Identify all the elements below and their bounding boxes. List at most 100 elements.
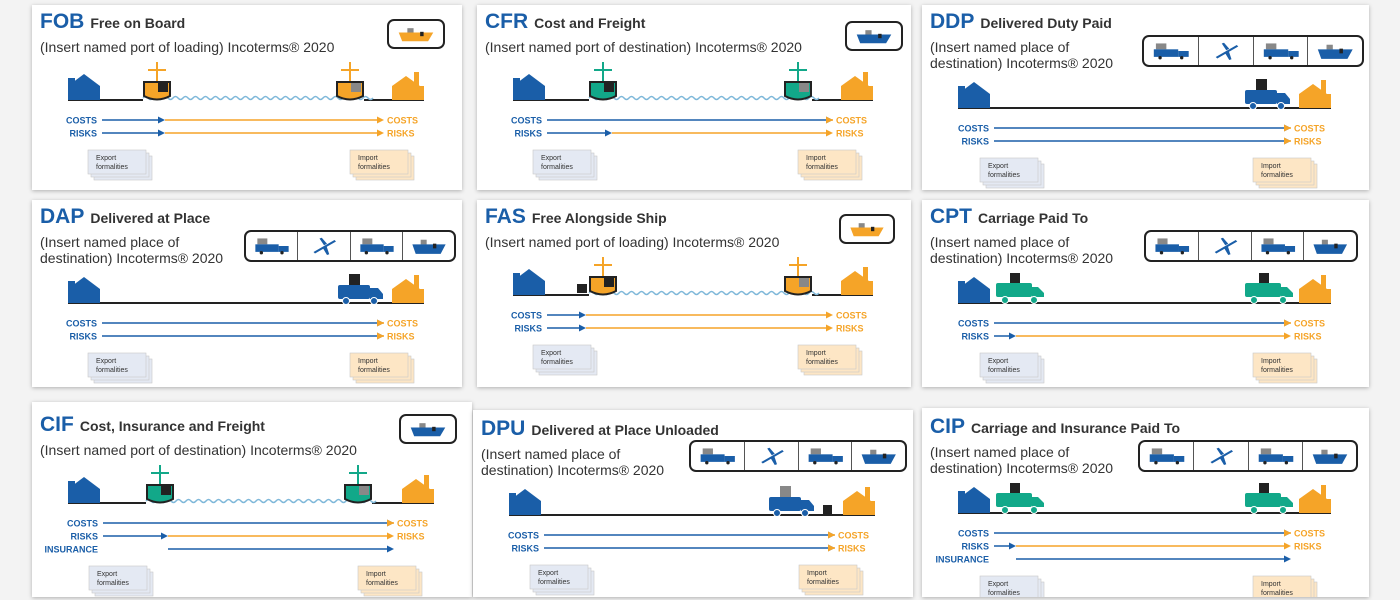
costs-label: COSTS: [508, 531, 539, 541]
mode-cell: [401, 232, 454, 260]
mode-cell: [851, 442, 905, 470]
origin-carrier-icon: [996, 273, 1044, 304]
truck-shape: [1153, 43, 1189, 60]
mode-cell: [841, 216, 893, 242]
import-formalities-icon: [349, 352, 415, 384]
risks-label: RISKS: [514, 129, 542, 139]
costs-label: COSTS: [66, 116, 97, 126]
risks-label: RISKS: [511, 544, 539, 554]
term-name: Delivered Duty Paid: [980, 15, 1112, 31]
truck-icon: [255, 238, 289, 255]
ship-icon: [410, 423, 446, 437]
export-label: Export: [541, 155, 561, 162]
costs-buyer-label: COSTS: [397, 519, 428, 529]
ship-shape: [412, 239, 446, 254]
insurance-arrow: [168, 545, 394, 553]
export-label: formalities: [96, 164, 128, 171]
export-formalities-icon: [979, 157, 1045, 189]
ship-icon: [412, 239, 446, 254]
destination-ship-icon: [344, 465, 372, 504]
mode-cell: [1247, 442, 1302, 470]
export-formalities-icon: [532, 149, 598, 181]
term-subtitle-line: (Insert named port of loading) Incoterms…: [485, 234, 780, 250]
export-label: Export: [988, 163, 1008, 170]
costs-arrow: [547, 116, 833, 124]
transport-mode-icons-box: [1144, 230, 1358, 262]
term-subtitle-line: (Insert named place of: [481, 446, 621, 462]
import-label: formalities: [366, 580, 398, 587]
plane-shape: [761, 447, 784, 465]
term-code: CIP: [930, 415, 966, 438]
term-subtitle-line: (Insert named port of loading) Incoterms…: [40, 39, 335, 55]
costs-buyer-label: COSTS: [836, 311, 867, 321]
risks-buyer-label: RISKS: [387, 332, 415, 342]
mode-cell: [349, 232, 402, 260]
destination-ship-icon: [336, 62, 364, 101]
risks-buyer-label: RISKS: [1294, 542, 1322, 552]
term-name: Free Alongside Ship: [531, 210, 667, 226]
transport-mode-ship-box: [839, 214, 895, 244]
seller-warehouse-icon: [513, 74, 545, 100]
term-code: DAP: [40, 205, 85, 228]
seller-warehouse-icon: [958, 82, 990, 108]
risks-label: RISKS: [70, 532, 98, 542]
term-subtitle-line: (Insert named place of: [930, 444, 1070, 460]
export-label: formalities: [541, 359, 573, 366]
plane-icon: [1214, 237, 1237, 255]
origin-ship-icon: [589, 62, 617, 101]
buyer-warehouse-icon: [843, 487, 875, 515]
costs-arrow: [547, 311, 833, 319]
term-subtitle-line: destination) Incoterms® 2020: [481, 462, 665, 478]
term-subtitle-line: (Insert named place of: [930, 39, 1070, 55]
term-code: CPT: [930, 205, 972, 228]
import-label: formalities: [1261, 590, 1293, 597]
import-formalities-icon: [798, 564, 864, 596]
export-formalities-icon: [529, 564, 595, 596]
costs-label: COSTS: [67, 519, 98, 529]
origin-ship-icon: [143, 62, 171, 101]
cargo-truck-icon: [359, 238, 394, 255]
mode-cell: [1140, 442, 1193, 470]
ship-shape: [1313, 239, 1348, 254]
insurance-label: INSURANCE: [44, 545, 98, 555]
term-code: CFR: [485, 10, 529, 33]
seller-warehouse-icon: [68, 74, 100, 100]
risks-buyer-label: RISKS: [1294, 137, 1322, 147]
risks-label: RISKS: [514, 324, 542, 334]
import-label: Import: [1261, 163, 1281, 170]
mode-cell: [1197, 37, 1253, 65]
term-name: Delivered at Place: [90, 210, 211, 226]
risks-buyer-label: RISKS: [397, 532, 425, 542]
export-label: formalities: [988, 590, 1020, 597]
term-name: Carriage Paid To: [978, 210, 1089, 226]
seller-warehouse-icon: [513, 269, 545, 295]
buyer-warehouse-icon: [1299, 80, 1331, 108]
sea-waves: [588, 290, 820, 296]
costs-buyer-label: COSTS: [838, 531, 869, 541]
plane-icon: [761, 447, 784, 465]
ship-icon: [1318, 44, 1353, 59]
import-label: Import: [807, 570, 827, 577]
transport-mode-ship-box: [399, 414, 457, 444]
risks-arrow: [547, 129, 833, 137]
term-code: FOB: [40, 10, 85, 33]
insurance-label: INSURANCE: [935, 555, 989, 565]
risks-arrow: [547, 324, 833, 332]
delivery-truck-icon: [1245, 79, 1290, 110]
plane-shape: [1210, 447, 1234, 465]
ship-icon: [861, 449, 897, 464]
term-heading: DAP Delivered at Place: [40, 206, 210, 227]
seller-warehouse-icon: [958, 277, 990, 303]
insurance-arrow: [1016, 555, 1291, 563]
mode-cell: [1197, 232, 1251, 260]
export-label: Export: [96, 358, 116, 365]
risks-arrow: [544, 544, 835, 552]
risks-buyer-label: RISKS: [836, 129, 864, 139]
plane-shape: [313, 237, 337, 255]
buyer-warehouse-icon: [402, 475, 434, 503]
ship-shape: [1318, 44, 1353, 59]
